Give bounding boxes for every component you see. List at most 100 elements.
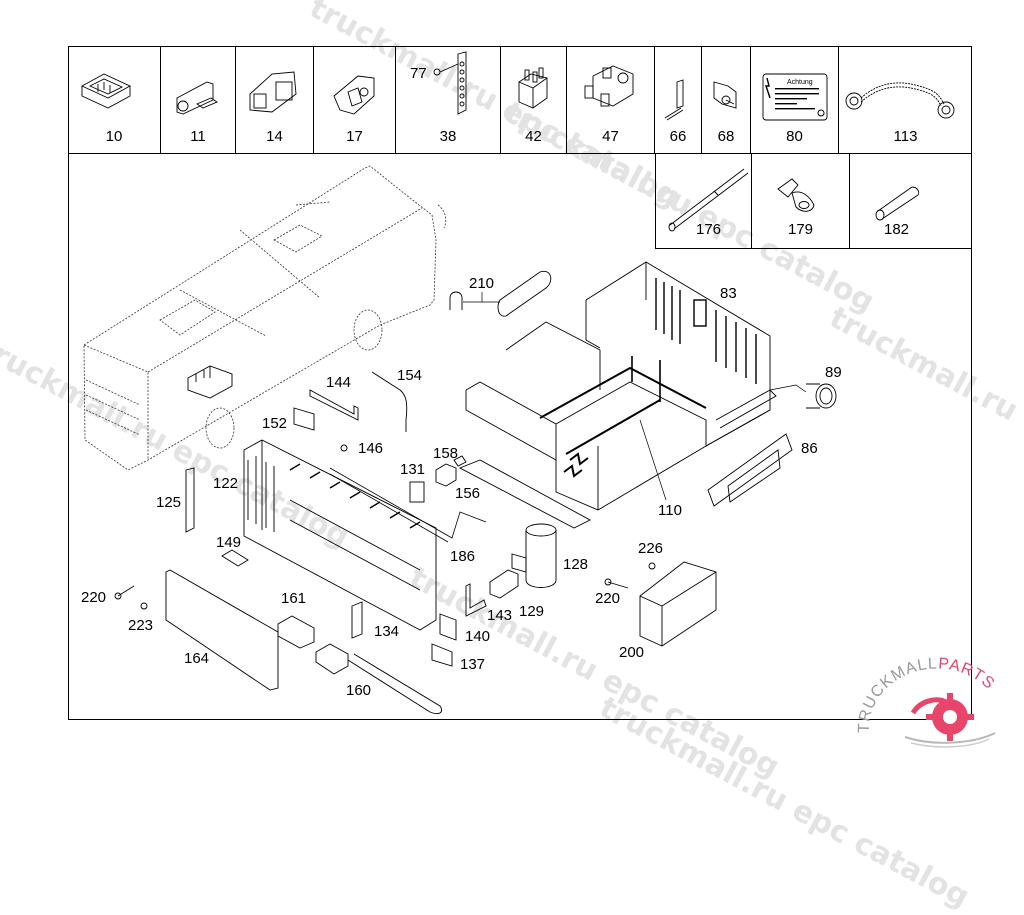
distribution-box-housing: [458, 261, 777, 529]
rod-icon: [668, 168, 749, 232]
part-cell-182[interactable]: 182: [850, 153, 973, 248]
part-154-cable: [371, 371, 408, 432]
part-cell-47[interactable]: 47: [567, 46, 655, 153]
part-cell-11[interactable]: 11: [161, 46, 236, 153]
connector-cable-160: [277, 601, 442, 715]
relay-icon: [518, 67, 548, 109]
callout-110[interactable]: 110: [658, 502, 682, 519]
relay-small-parts: [409, 455, 467, 503]
part-label: 113: [893, 128, 918, 145]
callout-156[interactable]: 156: [455, 485, 481, 502]
callout-220-left[interactable]: 220: [81, 589, 107, 606]
callout-86[interactable]: 86: [801, 440, 818, 457]
warning-label-text: Achtung: [787, 79, 813, 86]
bus-fusebox-location: [187, 365, 233, 399]
callout-160[interactable]: 160: [346, 682, 372, 699]
part-label: 14: [266, 128, 283, 145]
double-relay-icon: [584, 65, 634, 107]
relay-housing-icon: [249, 71, 297, 113]
part-186-cable: [329, 467, 487, 543]
part-label: 66: [669, 128, 687, 145]
part-label: 182: [884, 221, 910, 238]
truckmall-parts-logo: TRUCKMALLPARTS: [855, 655, 1024, 750]
callout-152[interactable]: 152: [262, 415, 288, 432]
gear-icon: [926, 693, 974, 741]
ring-terminal-icon: [777, 178, 815, 212]
part-cell-66[interactable]: 66: [655, 46, 702, 153]
callout-144[interactable]: 144: [326, 374, 352, 391]
screws: [114, 562, 656, 610]
part-125-strip: [185, 467, 195, 533]
part-label: 17: [346, 128, 363, 145]
callout-134[interactable]: 134: [374, 623, 400, 640]
part-cell-10[interactable]: 10: [68, 46, 161, 153]
callout-146[interactable]: 146: [358, 440, 384, 457]
part-cell-42[interactable]: 42: [501, 46, 567, 153]
part-149-clip: [221, 549, 249, 567]
exploded-view-drawing: [83, 165, 837, 715]
callout-164[interactable]: 164: [184, 650, 210, 667]
part-cell-176[interactable]: 176: [656, 153, 752, 248]
cable-harness-icon: [845, 82, 955, 119]
callout-220[interactable]: 220: [595, 590, 621, 607]
callout-161[interactable]: 161: [281, 590, 307, 607]
svg-text:TRUCKMALLPARTS: TRUCKMALLPARTS: [856, 655, 998, 733]
callout-186[interactable]: 186: [450, 548, 476, 565]
part-cell-17[interactable]: 17: [314, 46, 396, 153]
part-label: 10: [105, 128, 123, 145]
callout-122[interactable]: 122: [213, 475, 239, 492]
part-label: 47: [602, 128, 619, 145]
part-144-bracket: [309, 389, 359, 421]
part-128-capacitor: [511, 523, 557, 588]
part-200-box: [639, 561, 717, 647]
callout-223[interactable]: 223: [128, 617, 154, 634]
part-cell-80[interactable]: Achtung 80: [751, 46, 839, 153]
part-label: 11: [190, 128, 206, 145]
bracket-connector-icon: [176, 81, 218, 115]
parts-strip-secondary: 176 179 182: [655, 153, 972, 249]
connector-socket-icon: [80, 73, 132, 109]
part-label: 42: [525, 128, 542, 145]
warning-label-icon: Achtung: [762, 73, 828, 121]
parts-strip-top: 10 11 14 17 77 38 42 47 66 68 Achtung 80…: [68, 46, 972, 154]
part-89-socket: [806, 383, 837, 409]
logo-text-dark: TRUCKMALL: [856, 655, 938, 733]
callout-83[interactable]: 83: [720, 285, 737, 302]
callout-131[interactable]: 131: [400, 461, 426, 478]
relay-slots-83: [655, 278, 757, 384]
part-cell-68[interactable]: 68: [702, 46, 751, 153]
part-cell-179[interactable]: 179: [752, 153, 850, 248]
callout-149[interactable]: 149: [216, 534, 242, 551]
part-label: 176: [696, 221, 722, 238]
callout-128[interactable]: 128: [563, 556, 589, 573]
callout-125[interactable]: 125: [156, 494, 182, 511]
diagram-frame: [68, 46, 972, 720]
part-label: 68: [717, 128, 735, 145]
callout-154[interactable]: 154: [397, 367, 423, 384]
callout-158[interactable]: 158: [433, 445, 459, 462]
part-86-frame: [707, 433, 793, 507]
terminal-strip-icon: [433, 51, 467, 115]
callout-89[interactable]: 89: [825, 364, 842, 381]
callout-210[interactable]: 210: [469, 275, 495, 292]
part-cell-113[interactable]: 113: [839, 46, 972, 153]
bus-outline: [83, 165, 447, 471]
callout-140[interactable]: 140: [465, 628, 491, 645]
callout-143[interactable]: 143: [487, 607, 513, 624]
part-label: 80: [786, 128, 803, 145]
part-146-nut: [340, 444, 348, 452]
leader-lines: [463, 292, 807, 501]
angle-bracket-icon: [664, 79, 684, 121]
part-cell-14[interactable]: 14: [236, 46, 314, 153]
callout-200[interactable]: 200: [619, 644, 645, 661]
callout-137[interactable]: 137: [460, 656, 486, 673]
part-210-clips: [449, 270, 552, 317]
mounting-bracket-icon: [333, 75, 375, 115]
callout-226[interactable]: 226: [638, 540, 664, 557]
callout-77: 77: [410, 65, 427, 82]
part-label: 38: [439, 128, 457, 145]
sleeve-icon: [875, 186, 920, 221]
part-cell-38[interactable]: 77 38: [396, 46, 501, 153]
part-152-plate: [293, 407, 315, 431]
callout-129[interactable]: 129: [519, 603, 545, 620]
